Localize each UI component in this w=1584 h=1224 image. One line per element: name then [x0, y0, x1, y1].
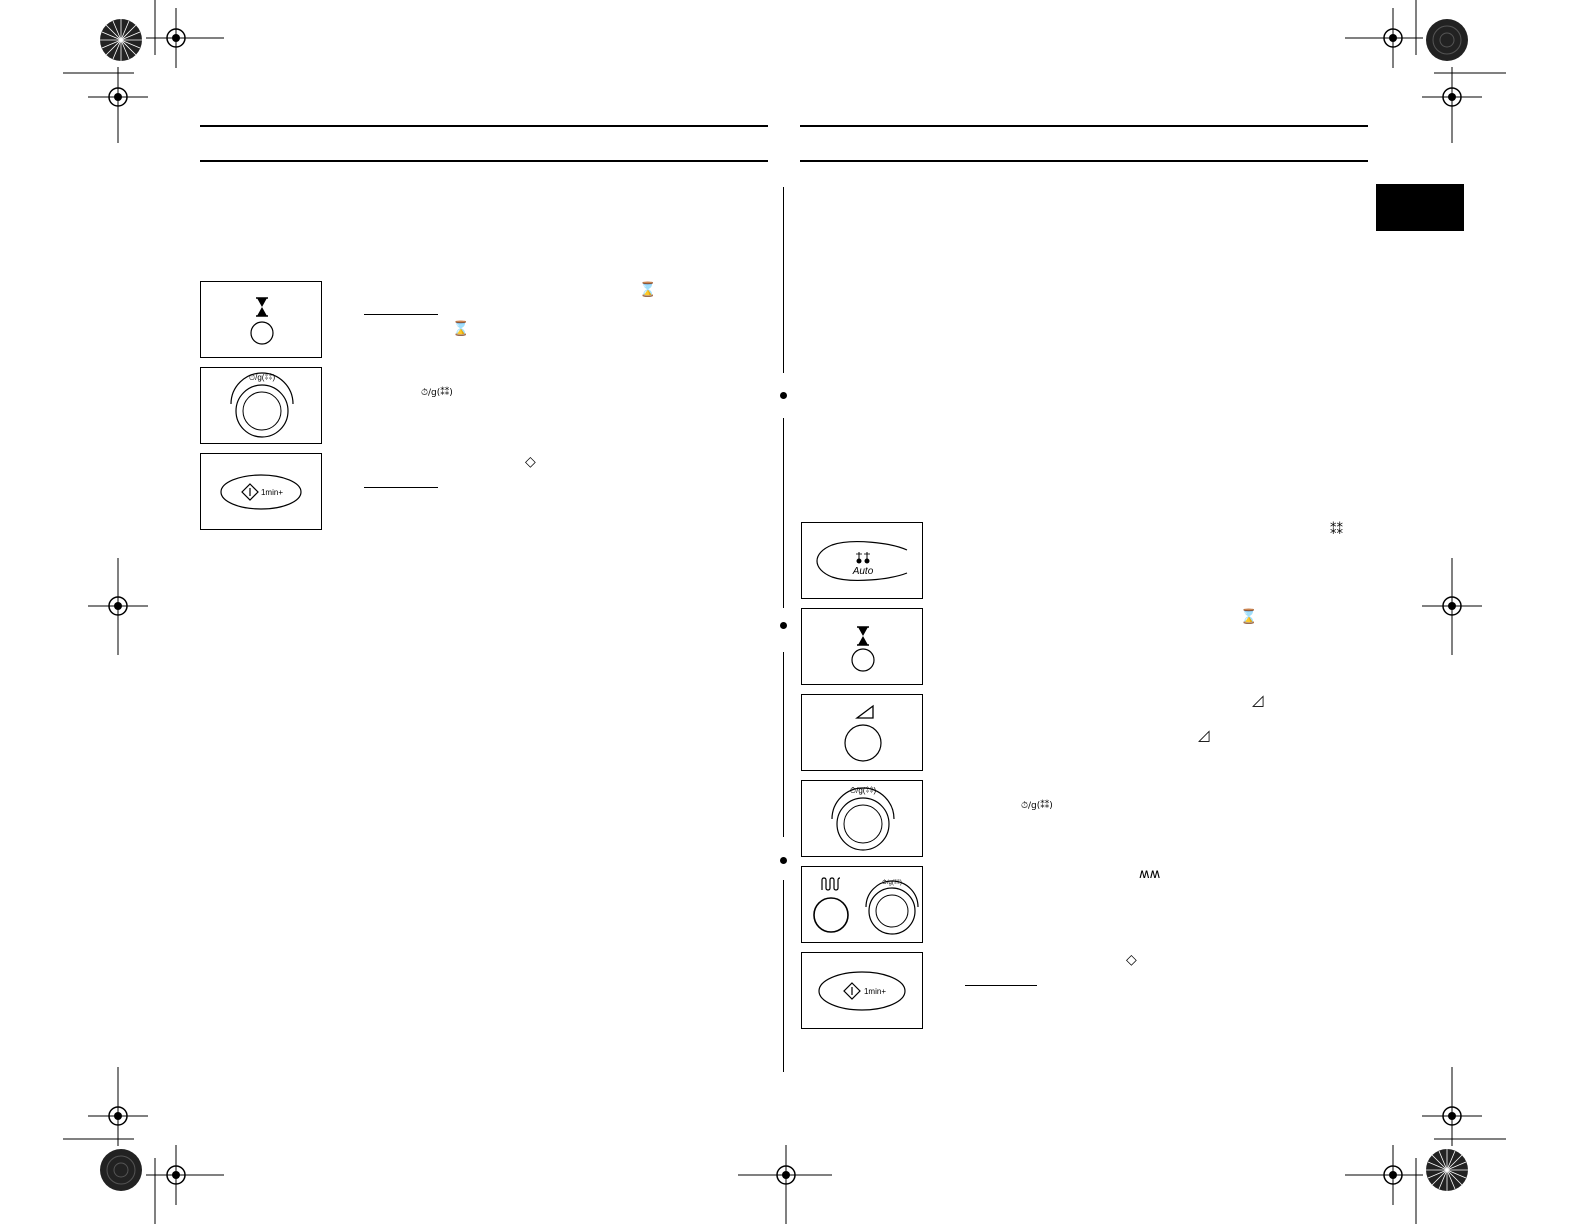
left-header-rule-bottom [200, 160, 768, 162]
section-tab [1376, 184, 1464, 231]
start-button-panel: 1min+ [801, 952, 923, 1029]
hourglass-icon: ⌛ [452, 321, 470, 337]
timer-button-panel [200, 281, 322, 358]
dial-icon [235, 384, 289, 438]
column-divider [783, 187, 784, 373]
grill-icon [821, 877, 841, 891]
start-icon: ◇ [1126, 952, 1137, 968]
dial-icon: ⏱/g(⁑⁑) [1021, 801, 1053, 811]
hourglass-icon [256, 297, 268, 317]
auto-defrost-icon: ⁑⁑ [1330, 523, 1343, 538]
ramp-icon [855, 704, 874, 719]
note-underline [364, 314, 438, 315]
note-underline [364, 487, 438, 488]
column-divider [783, 652, 784, 837]
starburst-target [1426, 19, 1468, 61]
auto-defrost-icon [856, 552, 870, 564]
dial-arc [831, 787, 895, 820]
start-icon [241, 483, 259, 501]
dial-arc [865, 880, 919, 908]
registration-mark [1421, 575, 1483, 637]
starburst-target [100, 1149, 142, 1191]
start-icon [843, 982, 861, 1000]
hourglass-icon [857, 626, 869, 646]
column-divider [783, 880, 784, 1072]
bullet-dot [780, 857, 787, 864]
round-button [813, 897, 849, 933]
dial-icon [836, 797, 890, 851]
timer-button-panel [801, 608, 923, 685]
ramp-icon: ◿ [1252, 691, 1264, 709]
dial-panel: ⏱/g(⁑⁑) [200, 367, 322, 444]
dial-scale-label: ⏱/g(⁑⁑) [249, 372, 276, 382]
dial-icon [868, 887, 916, 935]
dial-panel: ⏱/g(⁑⁑) [801, 780, 923, 857]
round-button [250, 321, 274, 345]
grill-dial-panel: ⏱/g(⁑⁑) [801, 866, 923, 943]
one-min-plus-label: 1min+ [261, 488, 283, 497]
dial-arc [230, 372, 294, 405]
bullet-dot [780, 622, 787, 629]
dial-icon: ⏱/g(⁑⁑) [421, 388, 453, 398]
round-button [844, 724, 882, 762]
start-button-panel: 1min+ [200, 453, 322, 530]
round-button [851, 648, 875, 672]
column-divider [783, 418, 784, 608]
ramp-button-panel [801, 694, 923, 771]
hourglass-icon: ⌛ [639, 282, 657, 298]
right-header-rule-bottom [800, 160, 1368, 162]
registration-mark [87, 575, 149, 637]
auto-label: Auto [852, 566, 874, 577]
starburst-target [1426, 1149, 1468, 1191]
note-underline [965, 985, 1037, 986]
dial-scale-label: ⏱/g(⁑⁑) [882, 878, 902, 886]
auto-defrost-panel: Auto [801, 522, 923, 599]
dial-scale-label: ⏱/g(⁑⁑) [850, 785, 877, 795]
hourglass-icon: ⌛ [1240, 609, 1258, 625]
starburst-target [100, 19, 142, 61]
one-min-plus-label: 1min+ [864, 987, 886, 996]
grill-icon: ʍʍ [1139, 867, 1161, 882]
left-header-rule-top [200, 125, 768, 127]
right-header-rule-top [800, 125, 1368, 127]
bullet-dot [780, 392, 787, 399]
start-icon: ◇ [525, 454, 536, 470]
ramp-icon: ◿ [1198, 726, 1210, 744]
